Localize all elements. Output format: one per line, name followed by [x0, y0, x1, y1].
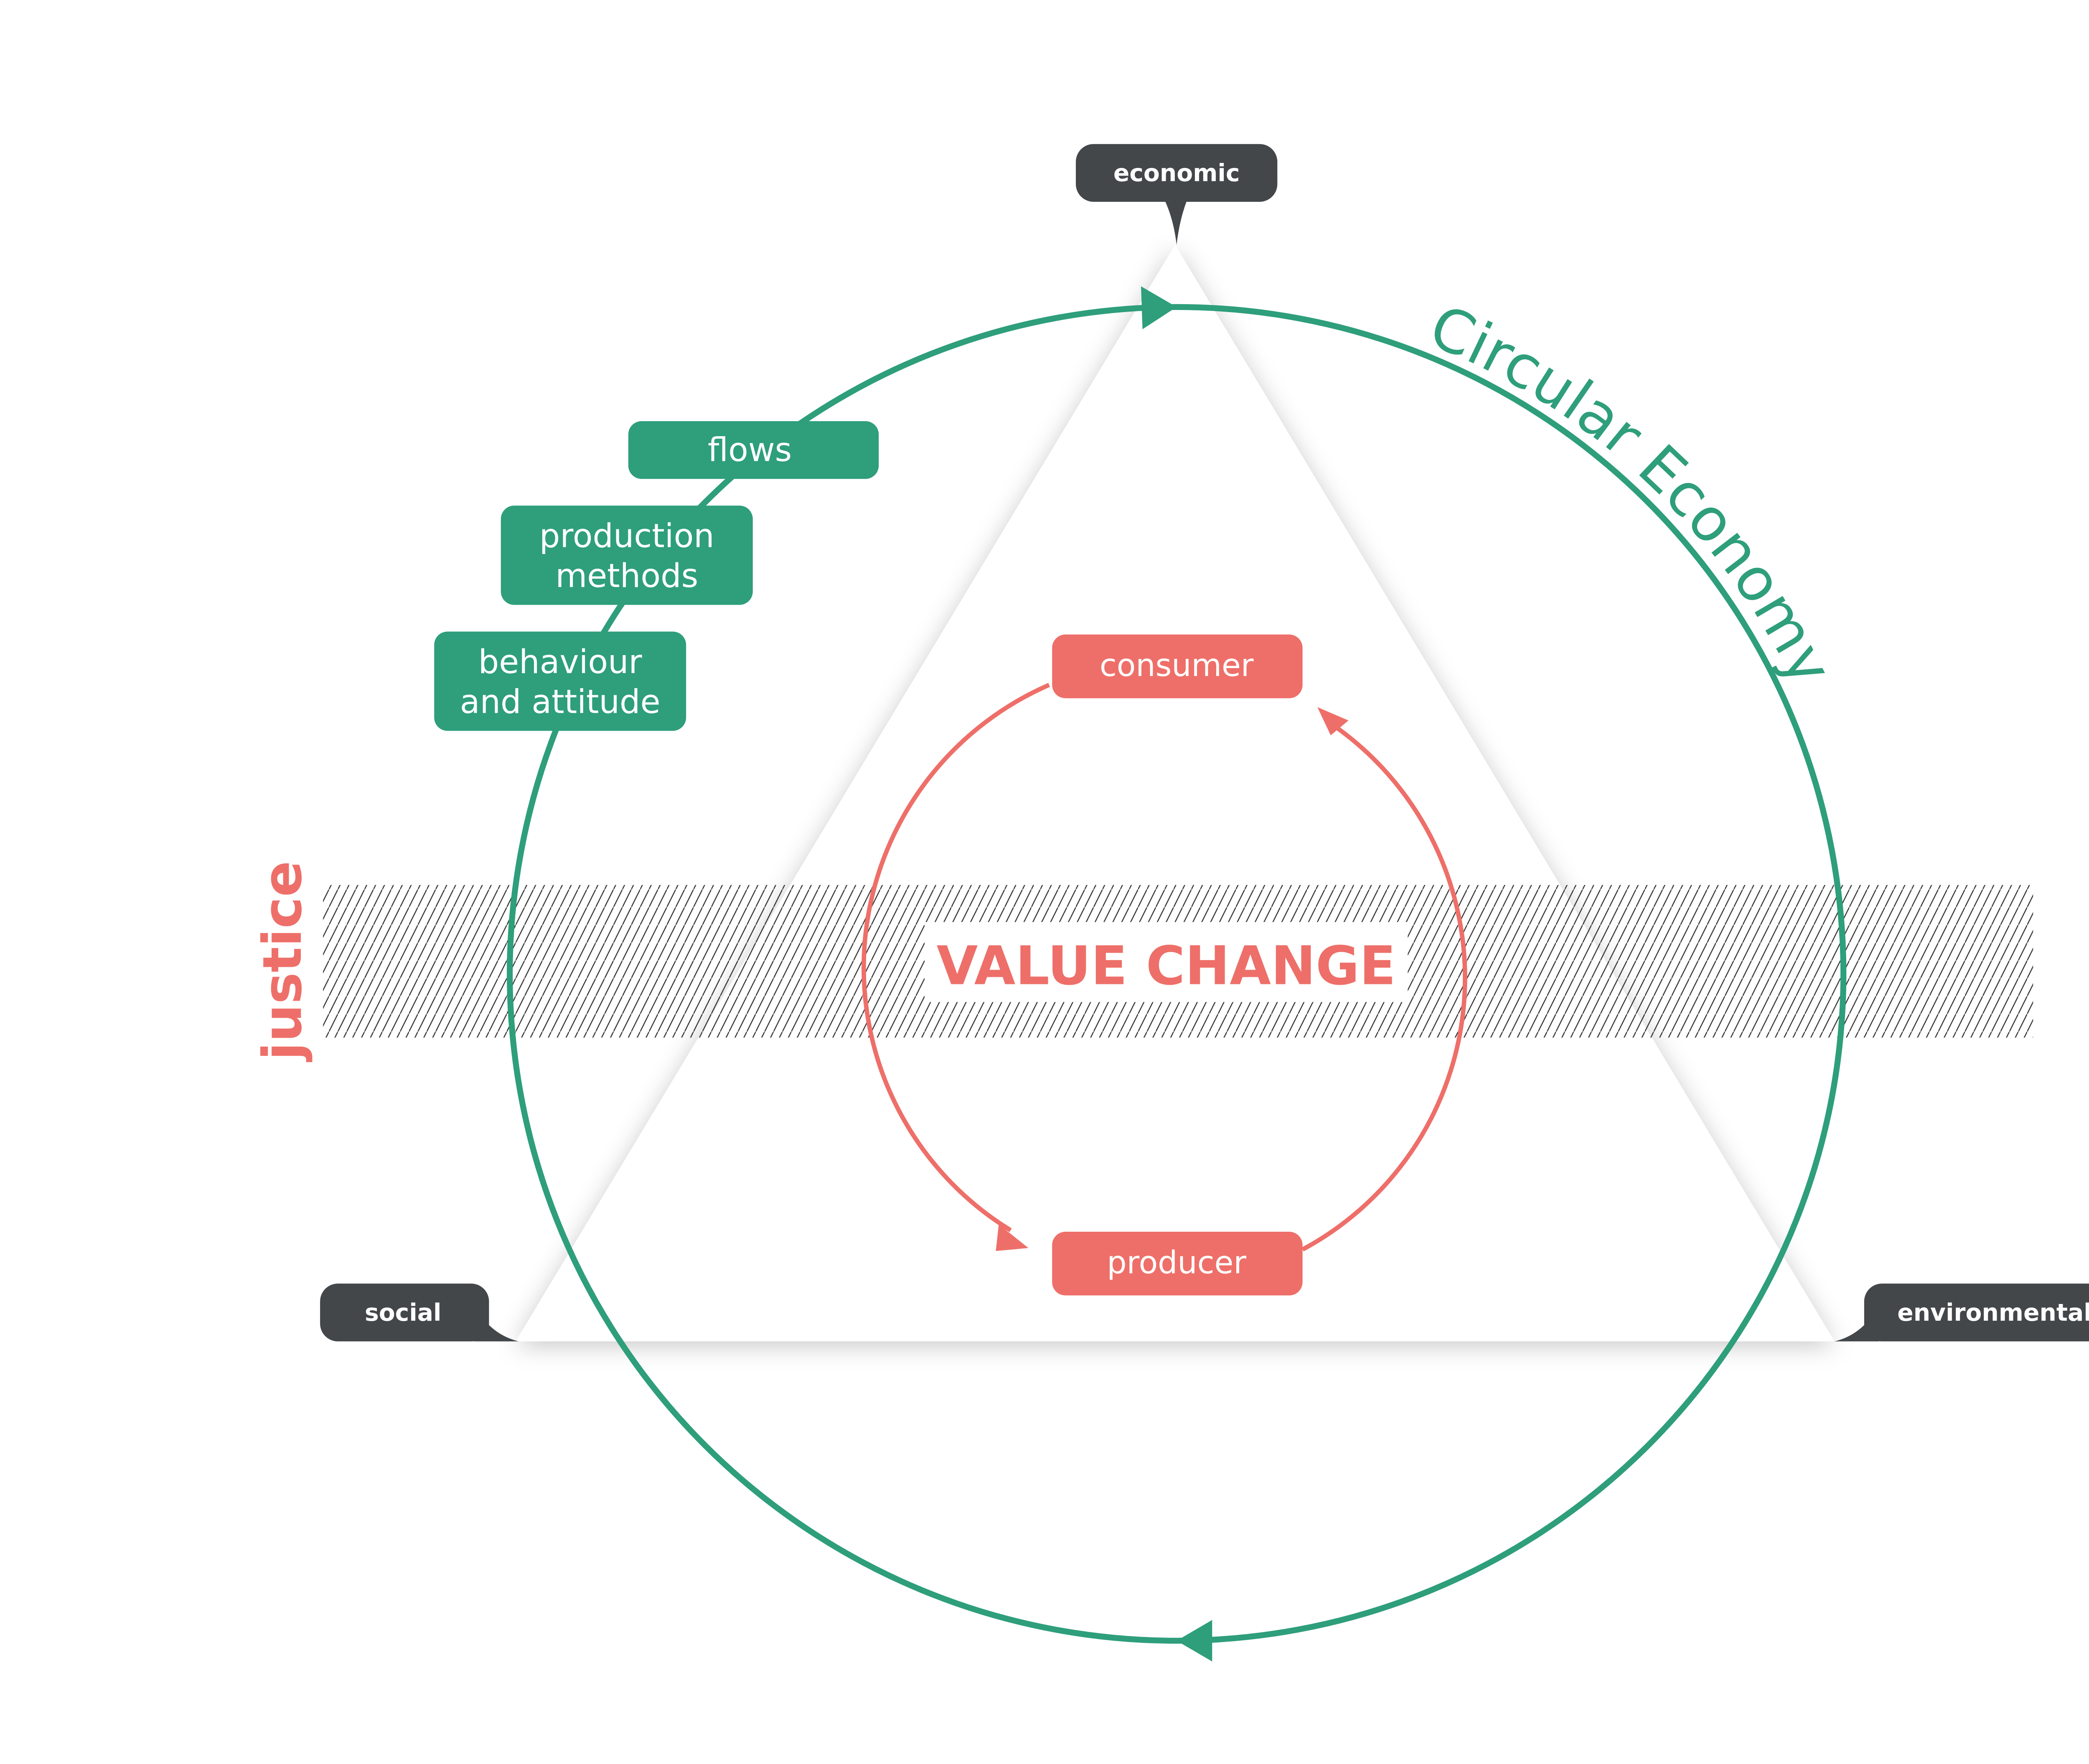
justice-label: justice [252, 861, 314, 1062]
svg-text:producer: producer [1107, 1244, 1246, 1281]
arrow-head-icon [1317, 707, 1349, 735]
corner-environmental: environmental [1834, 1284, 2089, 1342]
producer-to-consumer-arc [1301, 722, 1467, 1252]
focus-box-production-methods: production methods [501, 506, 753, 605]
focus-box-behaviour-and-attitude: behaviour and attitude [434, 631, 686, 731]
value-change-label: VALUE CHANGE [937, 935, 1396, 997]
corner-economic: economic [1075, 144, 1278, 245]
arrow-head-icon [1141, 286, 1177, 330]
svg-text:production: production [539, 517, 714, 555]
svg-text:economic: economic [1113, 159, 1240, 187]
svg-text:behaviour: behaviour [478, 643, 643, 681]
svg-text:and attitude: and attitude [460, 684, 661, 721]
svg-text:environmental: environmental [1897, 1299, 2089, 1327]
circular-economy-title: Circular Economy [1420, 292, 1846, 696]
sustainability-triangle [516, 244, 1835, 1342]
consumer-box: consumer [1052, 634, 1303, 699]
svg-text:methods: methods [555, 557, 698, 595]
svg-text:flows: flows [708, 432, 792, 469]
arrow-head-icon [1177, 1620, 1212, 1662]
svg-text:consumer: consumer [1100, 647, 1254, 684]
corner-social: social [320, 1284, 519, 1342]
focus-box-flows: flows [628, 421, 879, 479]
arrow-head-icon [996, 1224, 1029, 1251]
value-change-backdrop [925, 922, 1408, 1002]
producer-box: producer [1052, 1232, 1303, 1296]
consumer-to-producer-arc [862, 683, 1050, 1233]
svg-text:social: social [365, 1299, 442, 1327]
